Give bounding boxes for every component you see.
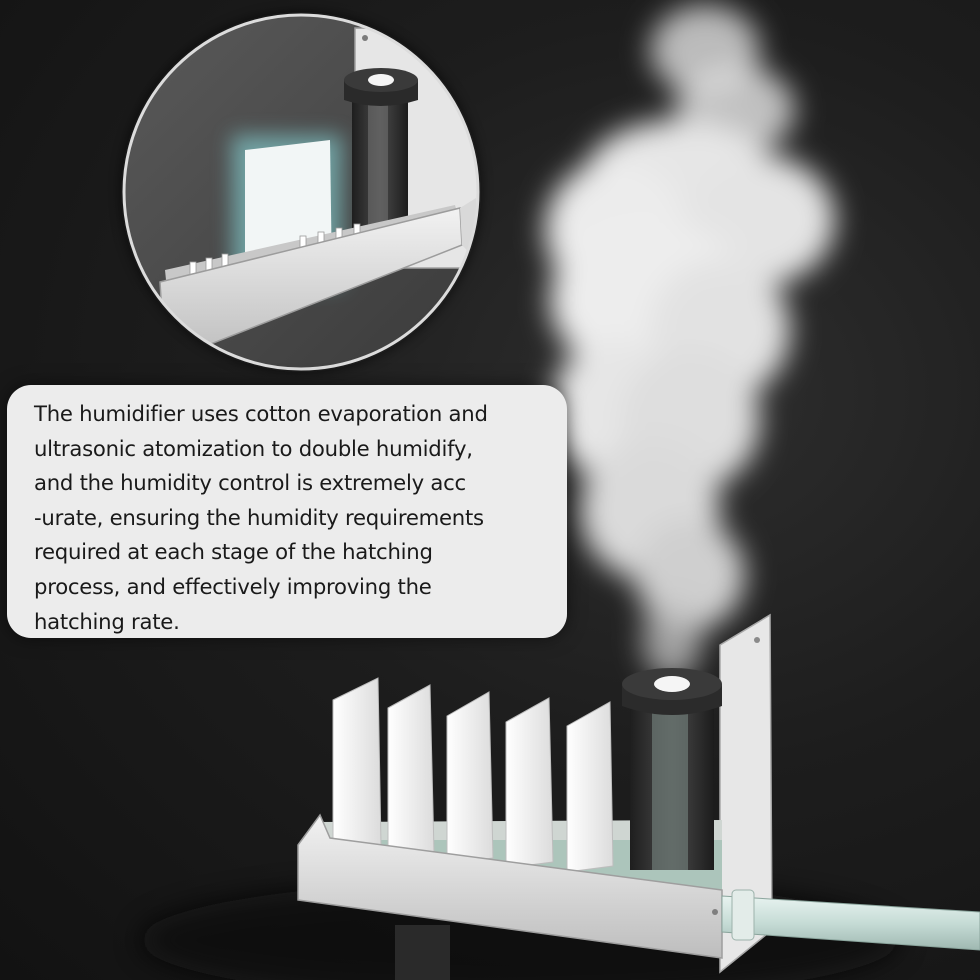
cotton-filter-pads (332, 677, 614, 873)
caption-text: The humidifier uses cotton evaporation a… (34, 401, 488, 634)
caption-box: The humidifier uses cotton evaporation a… (7, 385, 567, 638)
drain-pipe (721, 889, 980, 951)
ultrasonic-atomizer (622, 668, 722, 870)
mist-plume-icon (545, 5, 835, 680)
tray-front-wall (297, 813, 723, 959)
zoom-lens-icon (121, 12, 481, 372)
